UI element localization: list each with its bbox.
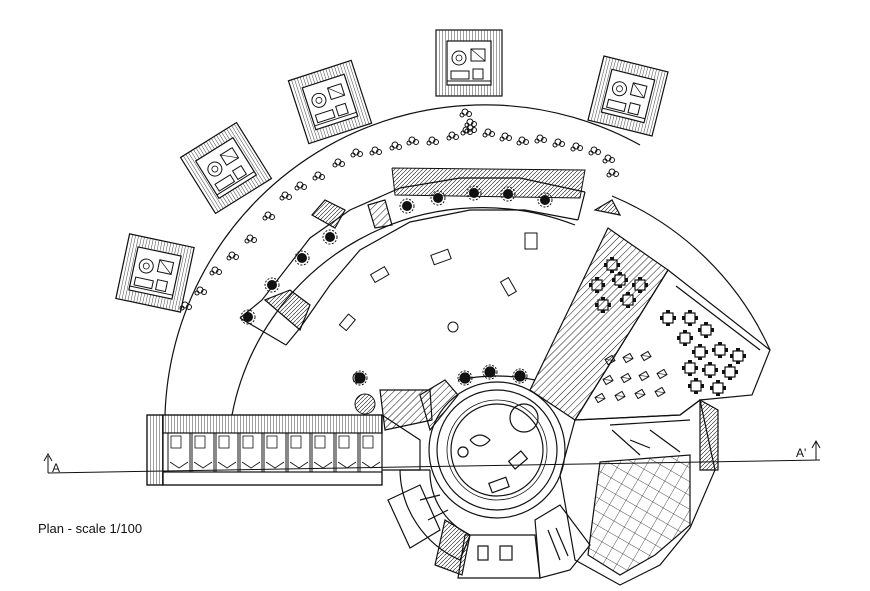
shrub	[499, 132, 512, 142]
row-unit	[263, 432, 287, 473]
shrub	[312, 171, 325, 181]
row-unit	[287, 432, 311, 473]
row-unit	[215, 432, 239, 473]
shrub	[516, 136, 529, 146]
shrub	[262, 211, 275, 221]
shrub	[406, 136, 419, 146]
shrub	[389, 141, 402, 151]
shrub	[369, 146, 382, 156]
row-unit	[239, 432, 263, 473]
service-block	[559, 398, 719, 586]
shrub	[552, 138, 565, 148]
shrub	[482, 128, 495, 138]
row-unit	[191, 432, 215, 473]
shrub	[350, 148, 363, 158]
plan-caption: Plan - scale 1/100	[38, 521, 143, 536]
shrub	[194, 286, 207, 296]
row-block	[146, 414, 421, 486]
section-label-right: A'	[796, 446, 806, 460]
row-unit	[335, 432, 359, 473]
shrub	[459, 108, 472, 118]
shrub	[602, 154, 615, 164]
shrub	[209, 266, 222, 276]
cottage-1	[115, 233, 195, 313]
shrub	[244, 234, 257, 244]
row-units	[167, 432, 383, 473]
shrub	[279, 191, 292, 201]
dining-tables	[659, 309, 747, 397]
shrub	[426, 136, 439, 146]
central-rotunda	[428, 381, 566, 519]
pergola-band	[239, 167, 586, 346]
section-label-left: A	[52, 461, 60, 475]
hub-segment-ring	[352, 364, 591, 579]
shrub	[464, 118, 477, 128]
shrub	[588, 146, 601, 156]
shrub	[294, 181, 307, 191]
courtyard-furniture	[338, 232, 538, 415]
shrub	[332, 158, 345, 168]
outer-arcs	[164, 104, 771, 416]
shrub	[570, 142, 583, 152]
row-unit	[167, 432, 191, 473]
row-unit	[359, 432, 383, 473]
cottage-4	[435, 29, 503, 97]
shrub	[446, 131, 459, 141]
row-unit	[311, 432, 335, 473]
shrub	[606, 168, 619, 178]
dining-chairs	[594, 350, 668, 404]
cottage-5	[587, 55, 669, 137]
shrub	[534, 134, 547, 144]
section-line	[43, 439, 821, 474]
shrub	[226, 251, 239, 261]
